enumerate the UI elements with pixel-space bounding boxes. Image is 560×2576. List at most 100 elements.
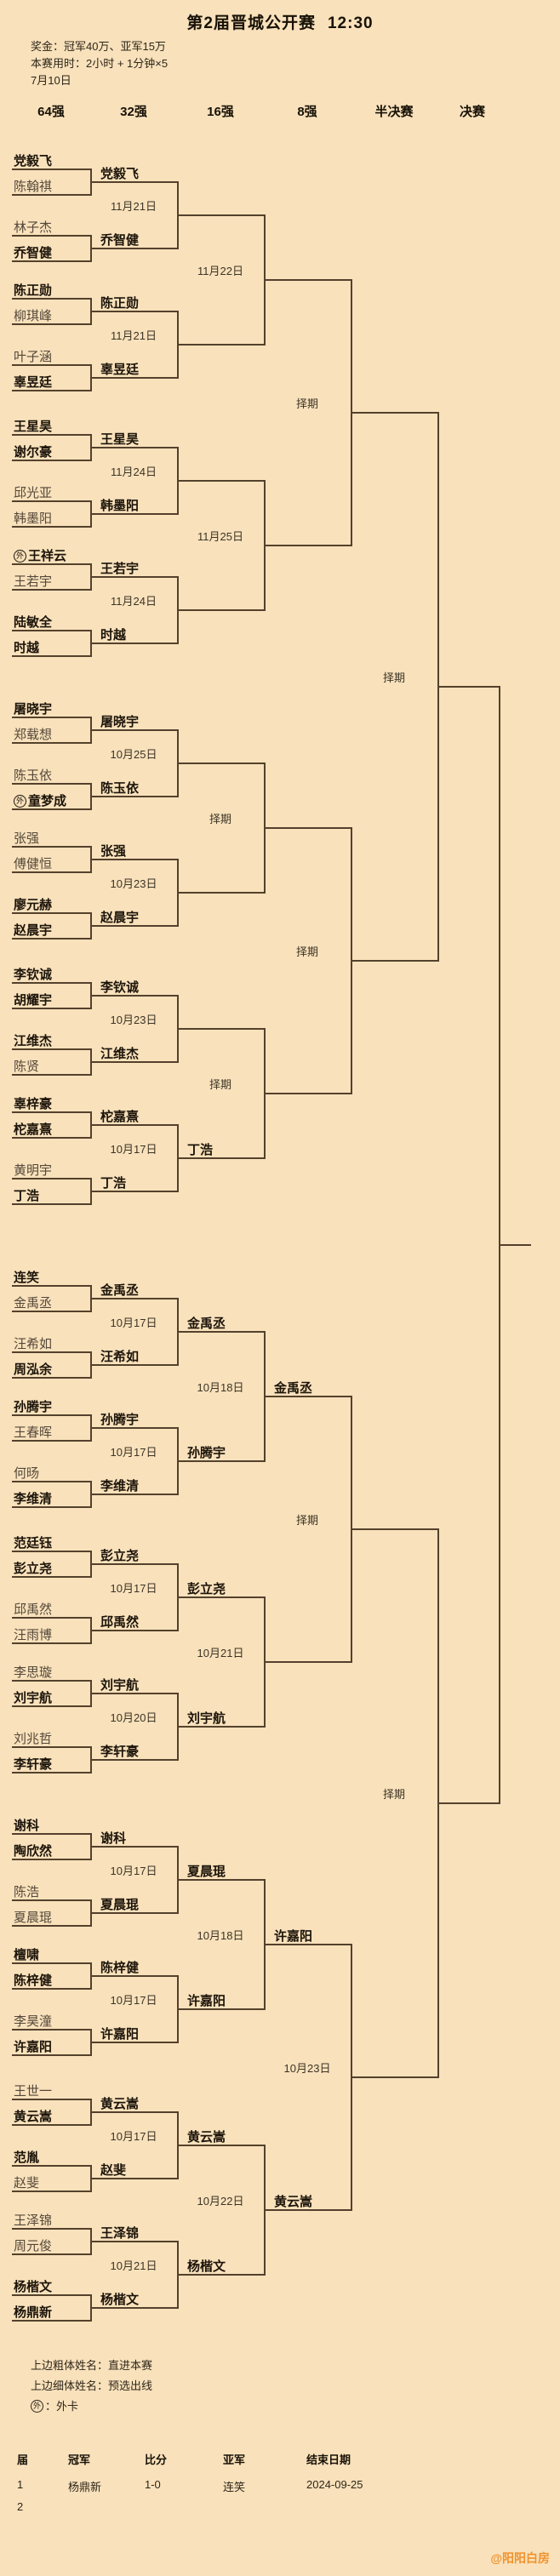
bracket-hline bbox=[12, 2253, 90, 2255]
bracket-hline bbox=[264, 1396, 351, 1397]
player-name-text: 王星昊 bbox=[14, 420, 53, 434]
player-name: 张强 bbox=[14, 831, 39, 848]
player-name-text: 柳琪峰 bbox=[14, 309, 53, 323]
match-date-label: 10月23日 bbox=[283, 2062, 331, 2075]
column-header: 32强 bbox=[120, 105, 147, 119]
bracket-hline bbox=[177, 1726, 264, 1728]
winner-name: 韩墨阳 bbox=[100, 499, 140, 513]
bracket-hline bbox=[90, 1975, 177, 1977]
bracket-hline bbox=[177, 480, 264, 482]
player-name-text: 黄云嵩 bbox=[14, 2110, 53, 2124]
bracket-hline bbox=[12, 1008, 90, 1009]
winner-name: 刘宇航 bbox=[187, 1711, 226, 1726]
player-name: 刘兆哲 bbox=[14, 1731, 52, 1748]
bracket-hline bbox=[90, 1124, 177, 1126]
results-header-cell: 冠军 bbox=[68, 2453, 91, 2466]
player-name-text: 谢尔豪 bbox=[14, 445, 53, 460]
winner-name: 陈梓健 bbox=[100, 1961, 140, 1975]
bracket-hline bbox=[177, 2145, 264, 2146]
bracket-hline bbox=[177, 1460, 264, 1462]
match-date-label: 10月21日 bbox=[197, 1647, 244, 1659]
bracket-hline bbox=[12, 235, 90, 237]
column-header: 半决赛 bbox=[374, 105, 414, 119]
match-date-label: 10月21日 bbox=[110, 2259, 157, 2272]
player-name-text: 檀啸 bbox=[14, 1948, 40, 1962]
winner-name: 刘宇航 bbox=[100, 1678, 140, 1693]
player-name-text: 彭立尧 bbox=[14, 1562, 53, 1576]
bracket-hline bbox=[90, 576, 177, 578]
player-name-text: 何旸 bbox=[14, 1466, 40, 1481]
bracket-hline bbox=[177, 763, 264, 764]
player-name: 陈贤 bbox=[14, 1059, 39, 1076]
bracket-hline bbox=[12, 1048, 90, 1050]
bracket-hline bbox=[90, 2042, 177, 2043]
bracket-hline bbox=[90, 1630, 177, 1631]
bracket-hline bbox=[90, 248, 177, 249]
bracket-hline bbox=[351, 2076, 437, 2078]
bracket-hline bbox=[12, 563, 90, 565]
player-name-text: 王若宇 bbox=[14, 574, 53, 589]
bracket-hline bbox=[12, 1617, 90, 1619]
player-name-text: 范廷钰 bbox=[14, 1536, 53, 1551]
match-date-label: 10月17日 bbox=[110, 1446, 157, 1459]
bracket-hline bbox=[90, 859, 177, 860]
player-name: 廖元赫 bbox=[14, 897, 52, 914]
winner-name: 王泽锦 bbox=[100, 2226, 140, 2241]
match-date-label: 10月17日 bbox=[110, 1994, 157, 2007]
winner-name: 许嘉阳 bbox=[100, 2027, 140, 2042]
player-name: 李钦诚 bbox=[14, 967, 52, 984]
player-name: 柁嘉熹 bbox=[14, 1122, 52, 1139]
bracket-hline bbox=[90, 2241, 177, 2242]
match-date-label: 10月17日 bbox=[110, 1865, 157, 1877]
winner-name: 杨楷文 bbox=[100, 2293, 140, 2307]
bracket-hline bbox=[12, 2029, 90, 2031]
player-name: 叶子涵 bbox=[14, 349, 52, 366]
bracket-hline bbox=[177, 1596, 264, 1598]
bracket-hline bbox=[90, 1846, 177, 1848]
legend: 上边粗体姓名：直进本赛 上边细体姓名：预选出线 外：外卡 bbox=[31, 2356, 152, 2417]
match-date-label: 11月24日 bbox=[111, 595, 157, 608]
bracket-hline bbox=[90, 181, 177, 183]
player-name-text: 傅健恒 bbox=[14, 857, 53, 871]
player-name: 韩墨阳 bbox=[14, 511, 52, 528]
bracket-hline bbox=[12, 168, 90, 170]
bracket-hline bbox=[437, 686, 499, 688]
bracket-hline bbox=[12, 1576, 90, 1578]
bracket-hline bbox=[90, 1061, 177, 1063]
winner-name: 辜昱廷 bbox=[100, 363, 140, 377]
player-name-text: 乔智健 bbox=[14, 246, 53, 260]
player-name-text: 孙腾宇 bbox=[14, 1400, 53, 1414]
winner-name: 陈正勋 bbox=[100, 296, 140, 311]
bracket-hline bbox=[12, 1746, 90, 1748]
bracket-hline bbox=[12, 323, 90, 325]
bracket-hline bbox=[264, 545, 351, 546]
player-name: 党毅飞 bbox=[14, 153, 52, 170]
bracket-hline bbox=[12, 1988, 90, 1990]
bracket-hline bbox=[12, 2099, 90, 2100]
player-name-text: 周泓余 bbox=[14, 1362, 53, 1377]
player-name-text: 林子杰 bbox=[14, 220, 53, 235]
bracket-hline bbox=[12, 1111, 90, 1113]
winner-name: 李轩豪 bbox=[100, 1745, 140, 1759]
legend-light-line: 上边细体姓名：预选出线 bbox=[31, 2379, 153, 2392]
bracket-hline bbox=[12, 364, 90, 366]
player-name-text: 胡耀宇 bbox=[14, 993, 53, 1008]
bracket-hline bbox=[12, 846, 90, 848]
player-name-text: 周元俊 bbox=[14, 2239, 53, 2253]
player-name-text: 汪雨博 bbox=[14, 1628, 53, 1642]
start-time: 12:30 bbox=[327, 14, 374, 32]
winner-name: 时越 bbox=[100, 628, 127, 643]
player-name-text: 陈玉依 bbox=[14, 768, 53, 783]
bracket-hline bbox=[12, 742, 90, 744]
bracket-hline bbox=[12, 912, 90, 914]
bracket-hline bbox=[12, 1772, 90, 1773]
player-name: 赵晨宇 bbox=[14, 922, 52, 940]
bracket-hline bbox=[12, 2320, 90, 2322]
player-name-text: 叶子涵 bbox=[14, 350, 53, 364]
bracket-hline bbox=[90, 311, 177, 312]
bracket-hline bbox=[12, 260, 90, 262]
winner-name: 杨楷文 bbox=[187, 2259, 226, 2274]
bracket-hline bbox=[12, 717, 90, 718]
match-date-label: 择期 bbox=[209, 813, 231, 825]
bracket-hline bbox=[264, 1093, 351, 1094]
